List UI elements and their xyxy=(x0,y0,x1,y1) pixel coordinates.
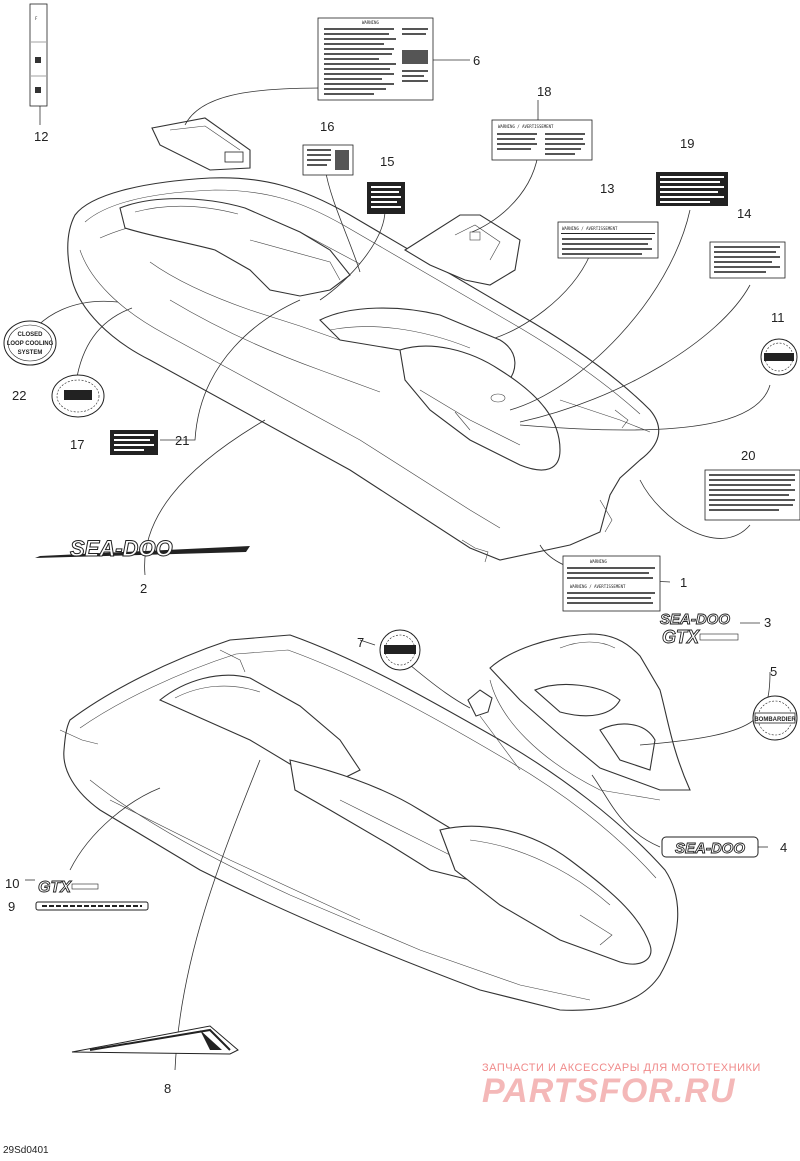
decal-3-seadoo-gtx-logo: SEA-DOO GTX xyxy=(660,611,739,647)
svg-text:CLOSED: CLOSED xyxy=(17,332,43,338)
svg-text:SEA-DOO: SEA-DOO xyxy=(675,840,745,857)
svg-text:F: F xyxy=(35,16,38,21)
watermark-tagline: ЗАПЧАСТИ И АКСЕССУАРЫ ДЛЯ МОТОТЕХНИКИ xyxy=(482,1062,761,1074)
callout-1: 1 xyxy=(680,575,687,590)
decal-2-seadoo-logo: SEA-DOO xyxy=(35,536,250,562)
svg-text:GTX: GTX xyxy=(662,627,700,647)
reference-code: 29Sd0401 xyxy=(3,1145,49,1156)
decal-18-warning-label: WARNING / AVERTISSEMENT xyxy=(491,119,593,161)
decal-19-label xyxy=(656,172,728,206)
callout-2: 2 xyxy=(140,581,147,596)
svg-text:GTX: GTX xyxy=(38,879,72,896)
decal-20-label xyxy=(704,469,800,521)
callout-19: 19 xyxy=(680,136,694,151)
decal-12-vertical-strip: F xyxy=(29,3,48,107)
svg-text:SEA-DOO: SEA-DOO xyxy=(70,536,173,561)
decal-6-warning-label: WARNING xyxy=(317,17,434,101)
decal-9-stripe xyxy=(35,901,149,911)
callout-17: 17 xyxy=(70,437,84,452)
decal-4-seadoo-logo: SEA-DOO xyxy=(661,836,759,858)
decal-8-stripe xyxy=(71,1025,239,1055)
decal-11-bombardier-badge xyxy=(760,338,798,376)
hood-cover xyxy=(489,633,691,801)
decal-1-warning-label: WARNING WARNING / AVERTISSEMENT xyxy=(562,555,661,612)
callout-8: 8 xyxy=(164,1081,171,1096)
decal-13-battery-warning: WARNING / AVERTISSEMENT xyxy=(557,221,659,259)
callout-20: 20 xyxy=(741,448,755,463)
callout-4: 4 xyxy=(780,840,787,855)
svg-text:WARNING / AVERTISSEMENT: WARNING / AVERTISSEMENT xyxy=(570,584,626,589)
rear-console-part xyxy=(403,214,521,286)
decal-14-label xyxy=(709,241,786,279)
svg-text:WARNING / AVERTISSEMENT: WARNING / AVERTISSEMENT xyxy=(498,124,554,129)
decal-10-gtx-logo: GTX xyxy=(38,879,99,896)
callout-14: 14 xyxy=(737,206,751,221)
decal-16-label xyxy=(302,144,354,176)
callout-22: 22 xyxy=(12,388,26,403)
upper-watercraft-hull xyxy=(67,177,660,563)
glove-box-part xyxy=(151,117,251,171)
callout-5: 5 xyxy=(770,664,777,679)
decal-7-bombardier-badge xyxy=(379,629,421,671)
callout-7: 7 xyxy=(357,635,364,650)
callout-21: 21 xyxy=(175,433,189,448)
callout-numbers: 1 2 3 4 5 6 7 8 9 10 11 12 13 14 15 16 1… xyxy=(5,53,787,1096)
callout-6: 6 xyxy=(473,53,480,68)
lower-watercraft-hull xyxy=(59,634,679,1011)
decal-5-bombardier-badge: BOMBARDIER xyxy=(752,695,798,741)
svg-text:SYSTEM: SYSTEM xyxy=(18,350,43,356)
svg-text:SEA-DOO: SEA-DOO xyxy=(660,611,730,628)
callout-3: 3 xyxy=(764,615,771,630)
decal-17-badge xyxy=(51,374,105,418)
svg-text:WARNING / AVERTISSEMENT: WARNING / AVERTISSEMENT xyxy=(562,226,618,231)
svg-text:BOMBARDIER: BOMBARDIER xyxy=(754,717,796,723)
callout-18: 18 xyxy=(537,84,551,99)
callout-13: 13 xyxy=(600,181,614,196)
svg-text:WARNING: WARNING xyxy=(590,559,607,564)
svg-text:LOOP COOLING: LOOP COOLING xyxy=(7,341,54,347)
callout-12: 12 xyxy=(34,129,48,144)
decal-22-closed-loop-badge: CLOSED LOOP COOLING SYSTEM xyxy=(3,320,57,366)
callout-16: 16 xyxy=(320,119,334,134)
watermark-footer: ЗАПЧАСТИ И АКСЕССУАРЫ ДЛЯ МОТОТЕХНИКИ PA… xyxy=(482,1062,782,1111)
callout-10: 10 xyxy=(5,876,19,891)
callout-11: 11 xyxy=(771,310,785,325)
steering-part xyxy=(467,689,521,771)
leader-lines xyxy=(19,59,771,1071)
decal-15-label xyxy=(367,182,405,214)
decal-21-label xyxy=(110,430,158,455)
callout-15: 15 xyxy=(380,154,394,169)
watermark-brand: PARTSFOR.RU xyxy=(482,1072,736,1110)
callout-9: 9 xyxy=(8,899,15,914)
svg-text:WARNING: WARNING xyxy=(362,20,379,25)
